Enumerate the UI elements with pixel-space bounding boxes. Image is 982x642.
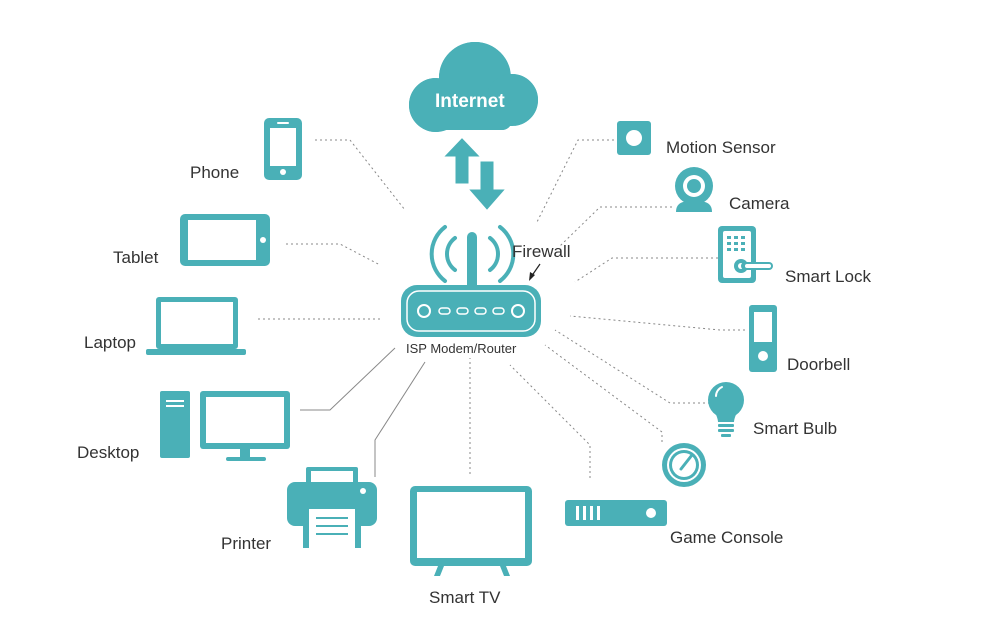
- wifi-waves-icon: [429, 225, 516, 283]
- router-icon: [401, 232, 541, 337]
- gauge-icon: [662, 443, 706, 487]
- connector-tablet: [286, 243, 381, 266]
- lightbulb-icon: [708, 382, 744, 437]
- connector-printer: [374, 361, 426, 477]
- lock-icon: [718, 226, 773, 283]
- laptop-label: Laptop: [84, 333, 136, 352]
- printer-label: Printer: [221, 534, 272, 553]
- desktop-icon: [160, 391, 290, 461]
- connector-motion-sensor: [536, 139, 614, 223]
- phone-icon: [264, 118, 302, 180]
- game-console-label: Game Console: [670, 528, 784, 547]
- motion-sensor-label: Motion Sensor: [666, 138, 776, 157]
- router-label: ISP Modem/Router: [406, 341, 517, 356]
- tablet-label: Tablet: [113, 248, 159, 267]
- laptop-icon: [146, 297, 246, 355]
- connector-desktop: [300, 347, 396, 411]
- firewall-label: Firewall: [512, 242, 571, 261]
- connector-smart-bulb: [544, 344, 663, 442]
- game-console-icon: [565, 500, 667, 526]
- printer-icon: [287, 467, 377, 548]
- phone-label: Phone: [190, 163, 240, 182]
- data-transfer-arrows-icon: [437, 133, 512, 215]
- internet-label: Internet: [435, 91, 505, 112]
- camera-icon: [675, 167, 713, 212]
- doorbell-icon: [749, 305, 777, 372]
- connector-lines: [258, 139, 745, 478]
- tv-icon: [410, 486, 532, 576]
- tablet-icon: [180, 214, 270, 266]
- connector-game-console: [509, 364, 591, 478]
- connector-smart-lock-2: [574, 257, 718, 283]
- connector-smart-lock-1: [569, 315, 745, 331]
- smart-lock-label: Smart Lock: [785, 267, 871, 286]
- motion-sensor-icon: [617, 121, 651, 155]
- camera-label: Camera: [729, 194, 790, 213]
- smart-bulb-label: Smart Bulb: [753, 419, 838, 438]
- desktop-label: Desktop: [77, 443, 140, 462]
- firewall-pointer: [529, 263, 541, 281]
- connector-camera: [559, 206, 672, 247]
- smart-tv-label: Smart TV: [429, 588, 501, 607]
- doorbell-label: Doorbell: [787, 355, 851, 374]
- connector-doorbell: [554, 329, 715, 404]
- connector-phone: [315, 139, 406, 211]
